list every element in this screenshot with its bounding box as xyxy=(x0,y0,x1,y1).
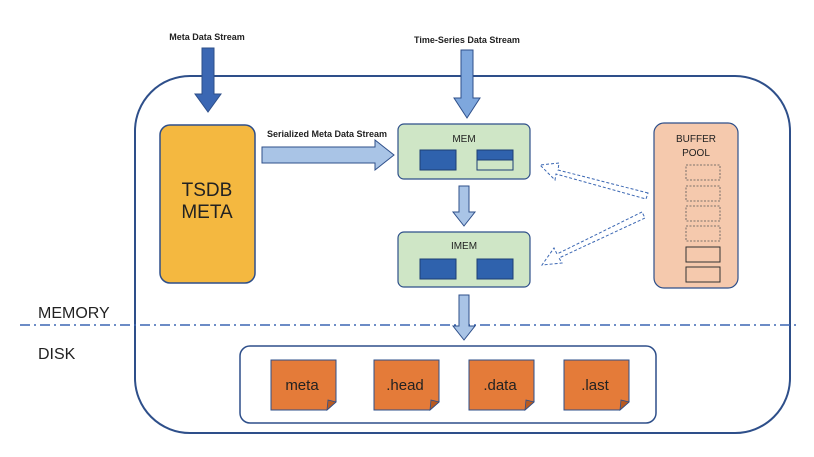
buffer-to-mem-arrow xyxy=(538,162,649,200)
mem-chunk-2-empty xyxy=(476,159,514,171)
buffer-slot-used xyxy=(685,246,721,263)
disk-files-container xyxy=(239,345,657,424)
imem-to-disk-arrow xyxy=(451,294,477,341)
meta-stream-arrow xyxy=(194,47,222,113)
tsdb-meta-line2: META xyxy=(181,202,233,223)
mem-label: MEM xyxy=(452,134,475,145)
ts-stream-arrow xyxy=(453,49,481,119)
ts-stream-label: Time-Series Data Stream xyxy=(414,35,520,45)
disk-label: DISK xyxy=(38,346,76,363)
tsdb-meta-line1: TSDB xyxy=(182,180,233,201)
memory-label: MEMORY xyxy=(38,305,110,322)
file-meta-label: meta xyxy=(285,377,319,394)
file-data-label: .data xyxy=(483,377,517,394)
mem-chunk-1 xyxy=(419,149,457,171)
serialized-stream-label: Serialized Meta Data Stream xyxy=(267,129,387,139)
buffer-pool-line2: POOL xyxy=(682,148,710,159)
serialized-stream-arrow xyxy=(261,138,395,172)
file-head: .head xyxy=(373,359,440,411)
file-last: .last xyxy=(563,359,630,411)
file-last-label: .last xyxy=(581,377,609,394)
imem-label: IMEM xyxy=(451,241,477,252)
file-meta: meta xyxy=(270,359,337,411)
file-data: .data xyxy=(468,359,535,411)
tsdb-meta-block xyxy=(159,124,256,284)
mem-to-imem-arrow xyxy=(451,185,477,227)
buffer-pool-line1: BUFFER xyxy=(676,134,716,145)
buffer-to-imem-arrow xyxy=(540,211,646,266)
buffer-slot-used xyxy=(685,266,721,283)
file-head-label: .head xyxy=(386,377,424,394)
mem-chunk-2-filled xyxy=(476,149,514,161)
imem-chunk-2 xyxy=(476,258,514,280)
imem-chunk-1 xyxy=(419,258,457,280)
meta-stream-label: Meta Data Stream xyxy=(169,32,245,42)
